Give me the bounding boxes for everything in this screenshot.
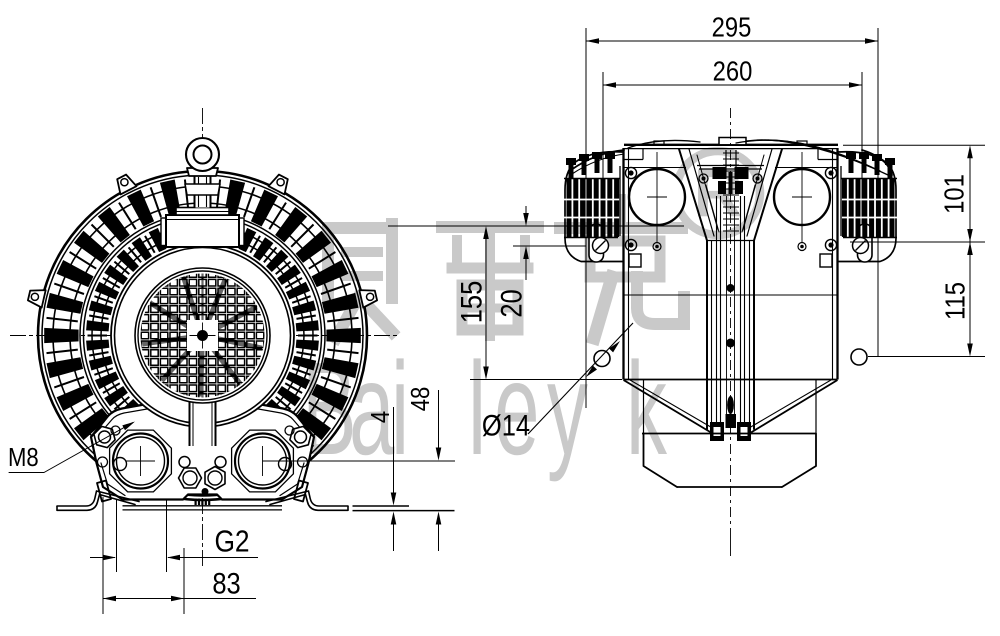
svg-text:a: a [349,336,395,483]
svg-text:Ø14: Ø14 [482,409,530,442]
svg-text:20: 20 [495,289,528,317]
svg-text:l: l [468,336,486,483]
svg-text:e: e [494,336,540,483]
svg-text:y: y [547,336,588,483]
svg-text:115: 115 [939,282,971,320]
svg-text:G2: G2 [214,525,249,559]
svg-text:155: 155 [454,281,487,324]
svg-text:260: 260 [713,55,753,87]
svg-text:k: k [626,336,668,483]
svg-text:i: i [391,336,409,483]
svg-text:M8: M8 [8,443,39,472]
svg-text:4: 4 [366,411,395,423]
svg-text:48: 48 [406,387,435,412]
svg-text:83: 83 [212,567,240,600]
svg-text:295: 295 [712,11,752,43]
svg-text:101: 101 [938,174,970,214]
